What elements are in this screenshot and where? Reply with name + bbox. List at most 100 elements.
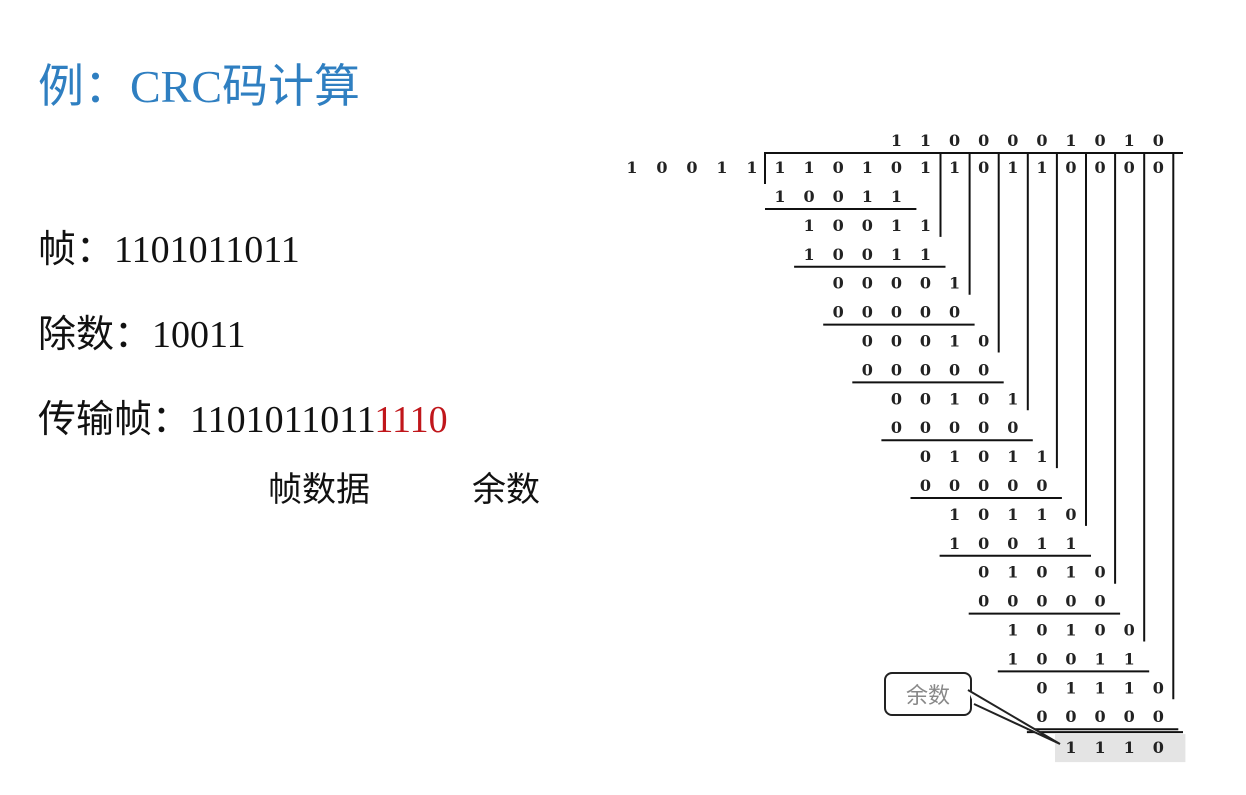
division-row-digit: 0 (833, 274, 844, 293)
dividend-digit: 1 (862, 158, 873, 177)
division-row-digit: 0 (978, 418, 989, 437)
dividend-digit: 0 (1095, 158, 1106, 177)
division-row-digit: 0 (1036, 476, 1047, 495)
division-row-digit: 0 (1095, 563, 1106, 582)
division-row-digit: 1 (891, 187, 902, 206)
dividend-digit: 0 (1153, 158, 1164, 177)
division-row-digit: 0 (833, 216, 844, 235)
division-row-digit: 1 (949, 447, 960, 466)
division-row-digit: 1 (1124, 649, 1135, 668)
division-row-digit: 0 (891, 303, 902, 322)
division-row-digit: 1 (1124, 678, 1135, 697)
division-row-digit: 0 (1095, 621, 1106, 640)
division-row-digit: 0 (1036, 649, 1047, 668)
dividend-digit: 0 (1065, 158, 1076, 177)
division-row-digit: 1 (891, 245, 902, 264)
division-row-digit: 1 (920, 245, 931, 264)
dividend-digit: 1 (774, 158, 785, 177)
division-row-digit: 0 (1153, 707, 1164, 726)
dividend-digit: 1 (949, 158, 960, 177)
quotient-digit: 0 (1036, 131, 1047, 150)
division-row-digit: 1 (1065, 534, 1076, 553)
quotient-digit: 0 (1153, 131, 1164, 150)
division-row-digit: 0 (862, 360, 873, 379)
division-row-digit: 1 (949, 274, 960, 293)
division-row-digit: 0 (891, 332, 902, 351)
division-row-digit: 0 (862, 303, 873, 322)
division-row-digit: 0 (1065, 592, 1076, 611)
division-row-digit: 1 (804, 216, 815, 235)
quotient-digit: 1 (891, 131, 902, 150)
division-row-digit: 0 (862, 274, 873, 293)
division-row-digit: 0 (949, 418, 960, 437)
division-row-digit: 0 (1095, 592, 1106, 611)
division-row-digit: 0 (978, 534, 989, 553)
division-row-digit: 1 (1065, 621, 1076, 640)
division-row-digit: 0 (1095, 707, 1106, 726)
quotient-digit: 0 (1095, 131, 1106, 150)
division-row-digit: 1 (1007, 563, 1018, 582)
division-row-digit: 1 (949, 389, 960, 408)
division-row-digit: 0 (1007, 476, 1018, 495)
division-row-digit: 0 (1007, 418, 1018, 437)
division-row-digit: 1 (774, 187, 785, 206)
division-row-digit: 0 (978, 476, 989, 495)
division-row-digit: 0 (978, 447, 989, 466)
quotient-digit: 0 (1007, 131, 1018, 150)
division-row-digit: 0 (978, 563, 989, 582)
division-row-digit: 0 (1036, 592, 1047, 611)
division-row-digit: 0 (862, 332, 873, 351)
division-row-digit: 0 (1065, 707, 1076, 726)
division-row-digit: 0 (1007, 534, 1018, 553)
quotient-digit: 1 (920, 131, 931, 150)
callout-pointer (967, 689, 1061, 745)
dividend-digit: 1 (1036, 158, 1047, 177)
division-row-digit: 0 (978, 505, 989, 524)
remainder-digit: 1 (1095, 738, 1106, 757)
divisor-line: 除数：10011 (38, 303, 246, 358)
division-row-digit: 1 (1036, 505, 1047, 524)
division-row-digit: 1 (1007, 505, 1018, 524)
division-row-digit: 0 (920, 389, 931, 408)
division-row-digit: 1 (1065, 563, 1076, 582)
division-row-digit: 0 (1153, 678, 1164, 697)
division-row-digit: 1 (862, 187, 873, 206)
division-row-digit: 1 (1007, 447, 1018, 466)
division-row-digit: 1 (1036, 447, 1047, 466)
division-row-digit: 0 (1036, 707, 1047, 726)
division-row-digit: 0 (891, 274, 902, 293)
division-row-digit: 0 (920, 274, 931, 293)
quotient-digit: 0 (949, 131, 960, 150)
division-row-digit: 0 (833, 303, 844, 322)
quotient-digit: 1 (1065, 131, 1076, 150)
division-row-digit: 0 (1124, 621, 1135, 640)
transmit-label: 传输帧： (38, 397, 191, 441)
division-row-digit: 0 (833, 187, 844, 206)
division-row-digit: 0 (1124, 707, 1135, 726)
remainder-digit: 1 (1124, 738, 1135, 757)
divisor-digit: 0 (686, 158, 697, 177)
division-row-digit: 0 (1036, 563, 1047, 582)
quotient-digit: 1 (1124, 131, 1135, 150)
division-row-digit: 0 (978, 389, 989, 408)
dividend-digit: 0 (891, 158, 902, 177)
division-row-digit: 0 (891, 389, 902, 408)
dividend-digit: 0 (833, 158, 844, 177)
transmit-line: 传输帧：11010110111110 (38, 388, 448, 443)
division-row-digit: 0 (920, 303, 931, 322)
page-title: 例：CRC码计算 (38, 61, 361, 112)
division-row-digit: 0 (862, 245, 873, 264)
division-row-digit: 1 (1095, 649, 1106, 668)
division-row-digit: 0 (978, 332, 989, 351)
remainder-digit: 1 (1065, 738, 1076, 757)
remainder-highlight (1055, 734, 1186, 763)
division-row-digit: 1 (1007, 621, 1018, 640)
division-row-digit: 0 (920, 476, 931, 495)
division-row-digit: 0 (920, 418, 931, 437)
division-row-digit: 0 (1036, 621, 1047, 640)
frame-label: 帧： (38, 227, 115, 271)
division-row-digit: 0 (1065, 649, 1076, 668)
divisor-digit: 0 (656, 158, 667, 177)
remainder-digit: 0 (1153, 738, 1164, 757)
